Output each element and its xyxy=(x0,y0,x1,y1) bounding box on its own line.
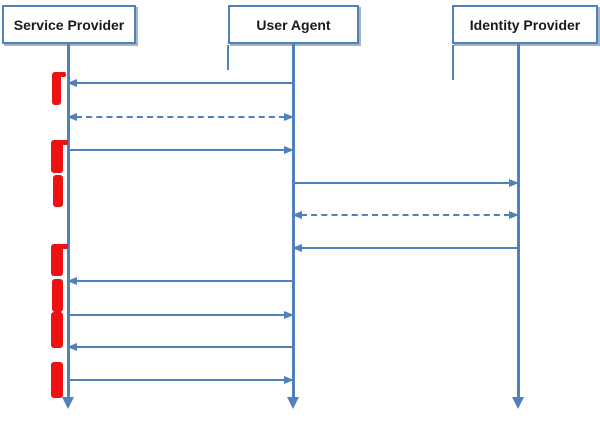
step-marker-hook xyxy=(58,72,66,77)
arrowhead-left xyxy=(67,343,77,351)
lifeline-arrowhead-user-agent xyxy=(287,397,299,409)
actor-label-user-agent: User Agent xyxy=(256,16,331,33)
actor-box-identity-provider: Identity Provider xyxy=(452,5,598,44)
arrowhead-right xyxy=(284,311,294,319)
arrowhead-left xyxy=(67,79,77,87)
lifeline-user-agent xyxy=(291,44,295,398)
message-line xyxy=(293,182,510,184)
message-line xyxy=(68,379,285,381)
lifeline-arrowhead-identity-provider xyxy=(512,397,524,409)
step-marker-3 xyxy=(53,175,63,207)
actor-label-identity-provider: Identity Provider xyxy=(469,16,581,33)
arrowhead-left xyxy=(292,244,302,252)
actor-box-user-agent: User Agent xyxy=(228,5,359,44)
step-marker-4 xyxy=(51,244,68,276)
arrowhead-right xyxy=(509,211,519,219)
message-line xyxy=(76,280,293,282)
lifeline-stub xyxy=(452,45,454,80)
step-marker-7 xyxy=(51,362,63,398)
arrowhead-left xyxy=(67,277,77,285)
lifeline-identity-provider xyxy=(516,44,520,398)
actor-label-service-provider: Service Provider xyxy=(13,16,125,33)
actor-box-service-provider: Service Provider xyxy=(2,5,136,44)
message-line xyxy=(68,149,285,151)
message-line xyxy=(68,314,285,316)
message-line xyxy=(301,214,510,216)
arrowhead-right xyxy=(509,179,519,187)
step-marker-1 xyxy=(52,72,66,105)
message-line xyxy=(76,346,293,348)
arrowhead-left xyxy=(67,113,77,121)
step-marker-5 xyxy=(52,279,63,312)
arrowhead-right xyxy=(284,113,294,121)
lifeline-service-provider xyxy=(66,44,70,398)
lifeline-stub xyxy=(227,45,229,70)
arrowhead-right xyxy=(284,146,294,154)
message-line xyxy=(76,82,293,84)
step-marker-2 xyxy=(51,140,68,173)
arrowhead-left xyxy=(292,211,302,219)
step-marker-hook xyxy=(60,140,68,145)
message-line xyxy=(76,116,285,118)
message-line xyxy=(301,247,518,249)
step-marker-hook xyxy=(60,244,68,249)
step-marker-6 xyxy=(51,312,63,348)
lifeline-arrowhead-service-provider xyxy=(62,397,74,409)
arrowhead-right xyxy=(284,376,294,384)
